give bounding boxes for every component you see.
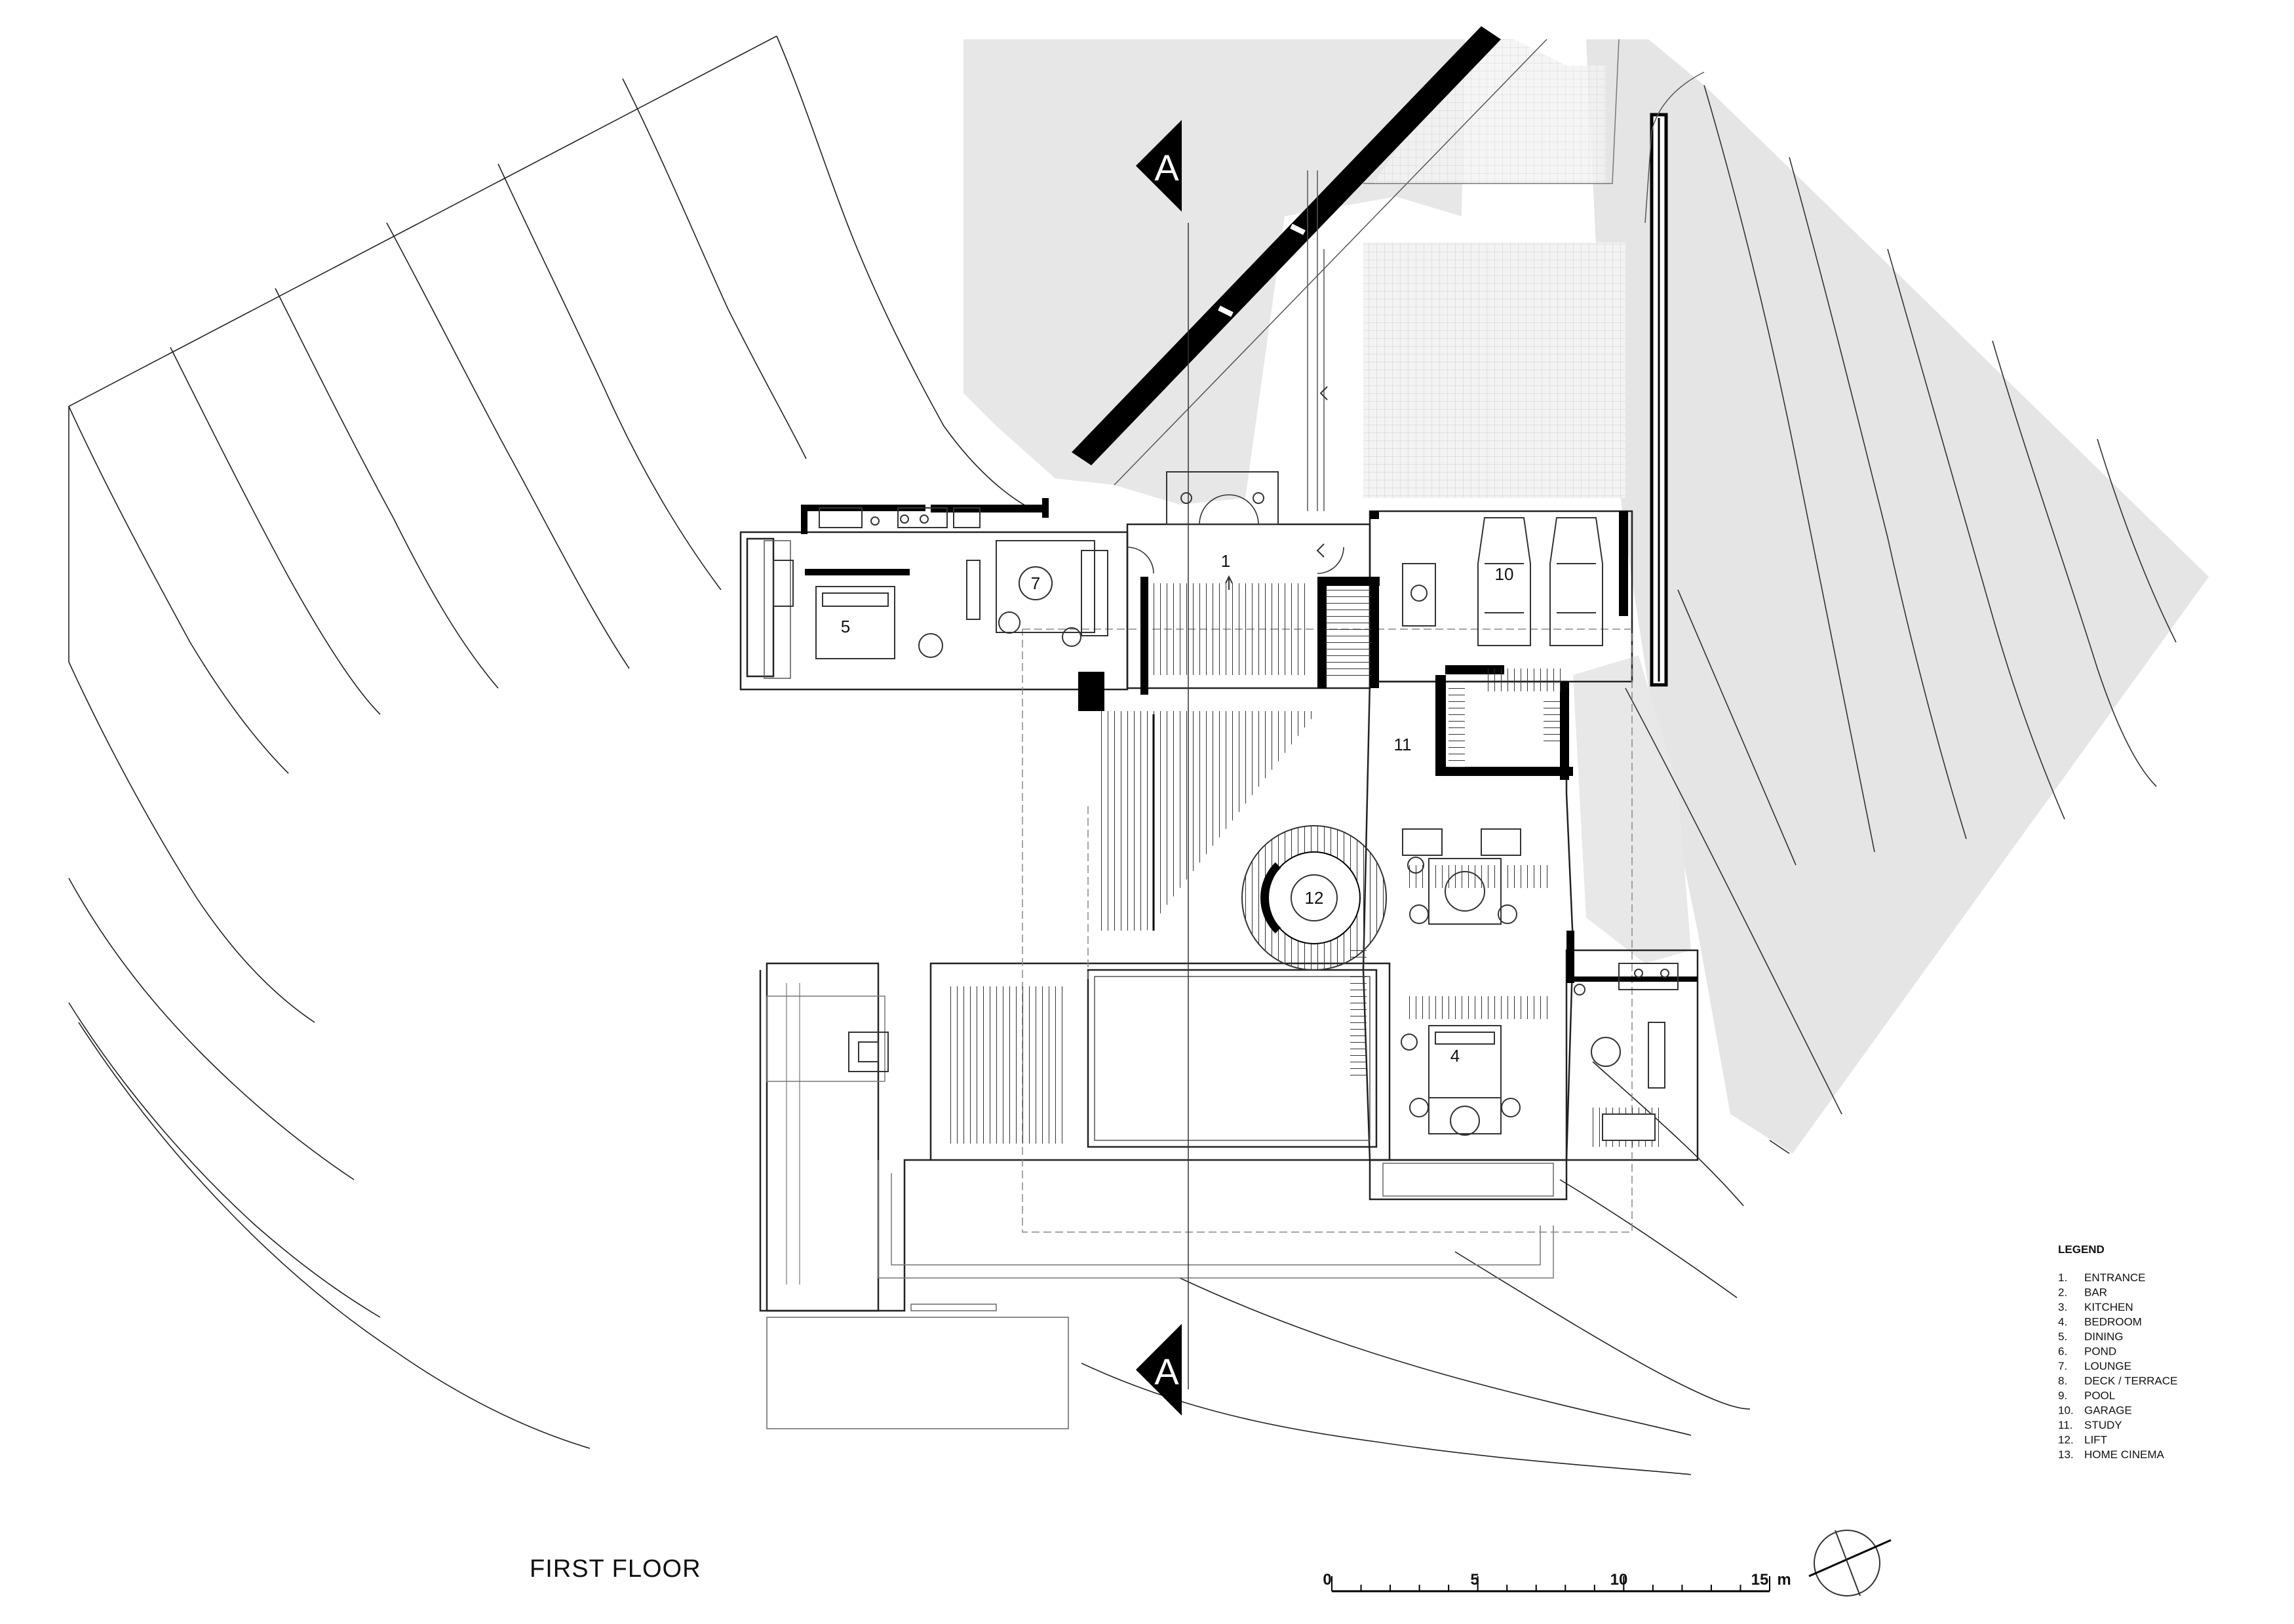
legend-item-number: 7. (2058, 1360, 2067, 1372)
room-label-lounge: 7 (1031, 573, 1040, 593)
legend-item-label: LIFT (2084, 1434, 2107, 1446)
scale-bar: 0 5 10 15 m (1323, 1571, 1791, 1593)
scale-unit: m (1777, 1571, 1791, 1589)
hatched-areas (764, 540, 1665, 1147)
legend-items: 1. ENTRANCE 2. BAR 3. KITCHEN 4. BEDROOM 5. DININ… (2058, 1271, 2177, 1461)
room-label-dining: 5 (841, 617, 850, 636)
legend-item-label: LOUNGE (2084, 1360, 2131, 1372)
legend-item-label: HOME CINEMA (2084, 1448, 2165, 1461)
scale-tick-15: 15 (1751, 1571, 1769, 1589)
legend-item-number: 12. (2058, 1434, 2074, 1446)
legend-item-number: 1. (2058, 1271, 2067, 1284)
legend-item-label: GARAGE (2084, 1404, 2132, 1417)
room-label-garage: 10 (1495, 564, 1514, 584)
legend-item-label: BAR (2084, 1286, 2107, 1299)
legend-item-number: 3. (2058, 1301, 2067, 1313)
legend-item-label: DINING (2084, 1330, 2124, 1343)
room-label-bedroom: 4 (1450, 1046, 1460, 1066)
svg-text:A: A (1154, 147, 1179, 188)
legend-item-number: 10. (2058, 1404, 2074, 1417)
legend-item-number: 4. (2058, 1316, 2067, 1328)
legend: LEGEND 1. ENTRANCE 2. BAR 3. KITCHEN 4. BEDROOM… (2058, 1243, 2177, 1461)
legend-item-number: 6. (2058, 1345, 2067, 1358)
legend-item-label: POND (2084, 1345, 2116, 1358)
legend-item-label: DECK / TERRACE (2084, 1375, 2177, 1387)
scale-tick-0: 0 (1323, 1571, 1331, 1589)
structural-walls (801, 498, 1698, 983)
room-label-study: 11 (1394, 735, 1412, 754)
furniture (773, 386, 1679, 1136)
section-marker-icon: A (1136, 120, 1182, 212)
contour-lines-east (1625, 85, 2177, 1115)
legend-heading: LEGEND (2058, 1243, 2105, 1256)
legend-item-label: STUDY (2084, 1419, 2122, 1431)
legend-item-number: 13. (2058, 1448, 2074, 1461)
legend-item-number: 11. (2058, 1419, 2072, 1431)
scale-tick-10: 10 (1610, 1571, 1628, 1589)
north-arrow-icon (1808, 1530, 1892, 1596)
legend-item-label: ENTRANCE (2084, 1271, 2146, 1284)
legend-item-label: KITCHEN (2084, 1301, 2133, 1313)
site-grey-areas (963, 39, 2209, 1153)
plan-title: FIRST FLOOR (530, 1555, 701, 1583)
room-label-entrance: 1 (1221, 551, 1230, 571)
door-swings (1127, 494, 1344, 574)
legend-item-number: 5. (2058, 1330, 2067, 1343)
room-numbers: 1 4 5 7 10 11 12 (841, 551, 1514, 1066)
contour-lines (68, 35, 1790, 1475)
legend-item-number: 8. (2058, 1375, 2067, 1387)
scale-tick-5: 5 (1470, 1571, 1479, 1589)
legend-item-number: 2. (2058, 1286, 2067, 1299)
svg-text:A: A (1154, 1351, 1179, 1392)
legend-item-label: POOL (2084, 1389, 2115, 1402)
boundary-walls (1072, 26, 1705, 687)
section-marker-icon: A (1136, 1324, 1182, 1416)
legend-item-label: BEDROOM (2084, 1316, 2142, 1328)
room-label-lift: 12 (1305, 888, 1324, 908)
lift-spiral-stair (1241, 825, 1387, 971)
legend-item-number: 9. (2058, 1389, 2067, 1402)
